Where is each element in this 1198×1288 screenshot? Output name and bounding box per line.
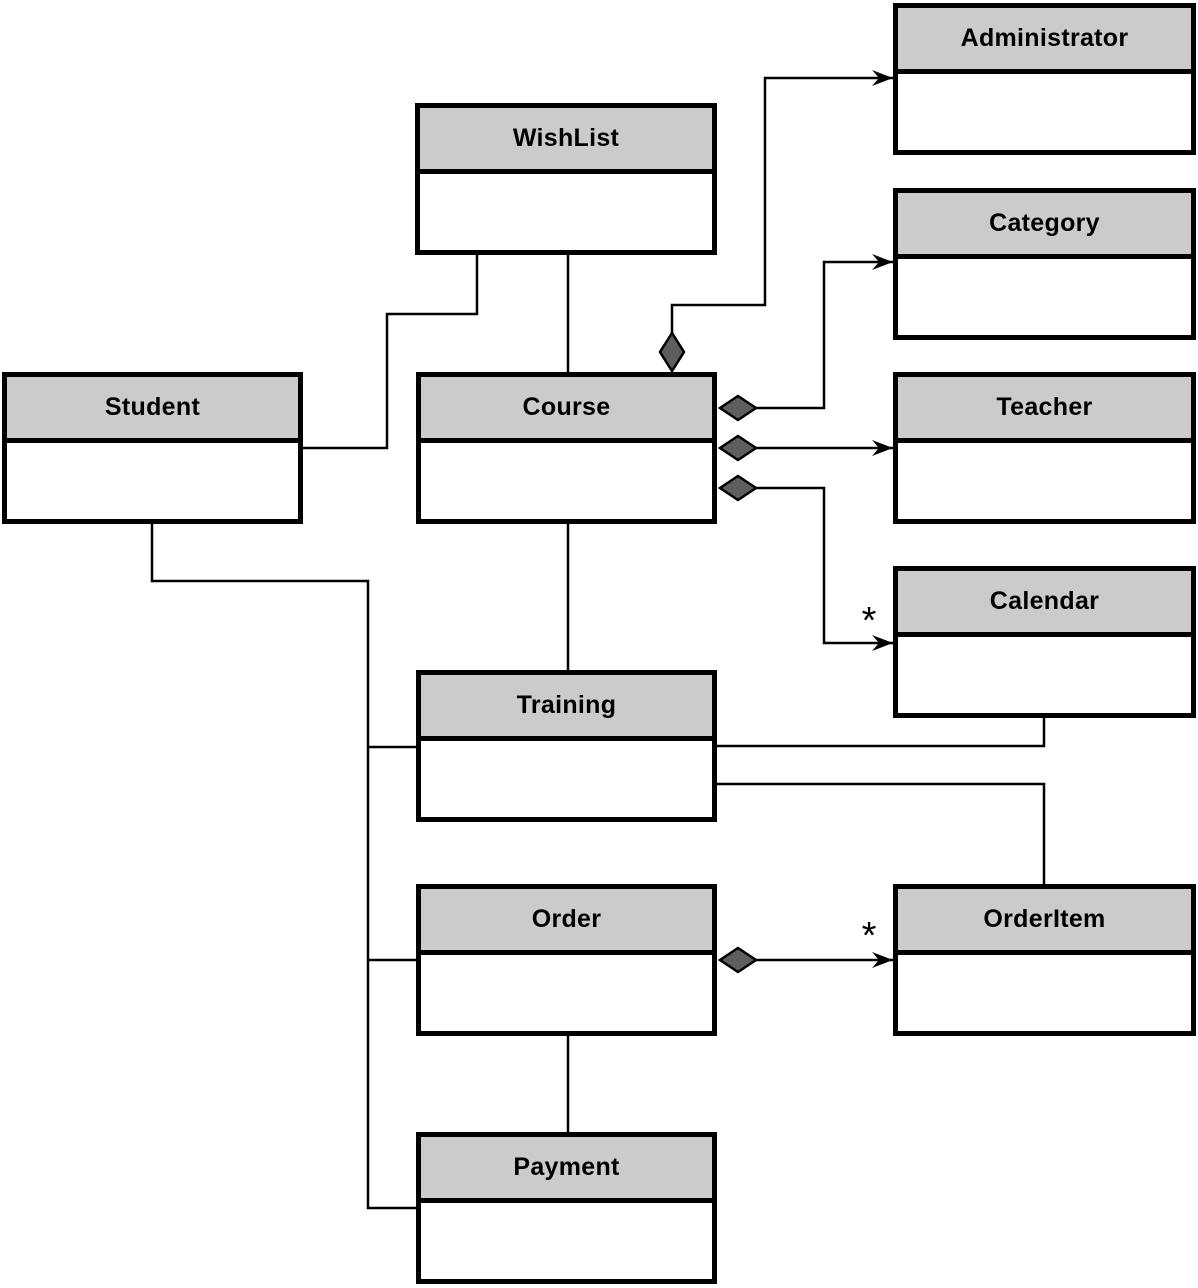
class-header: Teacher	[898, 377, 1191, 443]
class-box-payment: Payment	[416, 1132, 717, 1284]
class-box-course: Course	[416, 372, 717, 524]
multiplicity-label-order-orderitem: *	[862, 915, 877, 957]
class-body	[7, 443, 298, 519]
class-body	[898, 443, 1191, 519]
class-body	[898, 74, 1191, 150]
class-body	[421, 955, 712, 1031]
connector-calendar-training	[717, 718, 1046, 748]
connector-training-orderitem	[717, 782, 1046, 884]
class-box-teacher: Teacher	[893, 372, 1196, 524]
class-body	[898, 637, 1191, 713]
arrowhead-icon-course-administrator	[872, 70, 893, 86]
multiplicity-label-course-calendar: *	[862, 600, 877, 642]
connector-student-trunk-payment	[150, 524, 416, 1210]
connector-course-category	[738, 260, 893, 410]
aggregation-diamond-icon-order-orderitem	[717, 946, 759, 974]
class-header: Payment	[421, 1137, 712, 1203]
class-body	[421, 1203, 712, 1279]
class-header: WishList	[420, 108, 712, 174]
class-body	[421, 443, 712, 519]
class-name-label: Order	[531, 905, 602, 933]
class-box-calendar: Calendar	[893, 566, 1196, 718]
connector-course-calendar	[738, 486, 893, 645]
class-header: Order	[421, 889, 712, 955]
class-name-label: WishList	[512, 124, 620, 152]
class-body	[421, 741, 712, 817]
class-name-label: Student	[104, 393, 201, 421]
aggregation-diamond-icon-course-category	[717, 394, 759, 422]
class-header: Category	[898, 193, 1191, 259]
class-box-student: Student	[2, 372, 303, 524]
aggregation-diamond-icon-course-administrator	[658, 330, 686, 374]
class-header: Administrator	[898, 8, 1191, 74]
class-body	[420, 174, 712, 250]
arrowhead-icon-course-teacher	[872, 440, 893, 456]
arrowhead-icon-course-category	[872, 254, 893, 270]
class-name-label: Training	[516, 691, 617, 719]
class-name-label: OrderItem	[983, 905, 1106, 933]
arrowhead-icon-course-calendar	[872, 635, 893, 651]
class-box-orderitem: OrderItem	[893, 884, 1196, 1036]
class-name-label: Category	[989, 209, 1100, 237]
class-header: Course	[421, 377, 712, 443]
class-box-training: Training	[416, 670, 717, 822]
class-header: Training	[421, 675, 712, 741]
class-box-order: Order	[416, 884, 717, 1036]
class-name-label: Administrator	[960, 24, 1129, 52]
class-name-label: Course	[522, 393, 611, 421]
class-name-label: Payment	[513, 1153, 620, 1181]
aggregation-diamond-icon-course-teacher	[717, 434, 759, 462]
class-body	[898, 955, 1191, 1031]
class-header: OrderItem	[898, 889, 1191, 955]
class-body	[898, 259, 1191, 335]
arrowhead-icon-order-orderitem	[872, 952, 893, 968]
connector-wishlist-student	[303, 255, 479, 450]
class-header: Calendar	[898, 571, 1191, 637]
class-box-category: Category	[893, 188, 1196, 340]
class-name-label: Teacher	[996, 393, 1093, 421]
class-box-administrator: Administrator	[893, 3, 1196, 155]
connector-course-administrator	[670, 76, 893, 352]
class-header: Student	[7, 377, 298, 443]
class-box-wishlist: WishList	[415, 103, 717, 255]
aggregation-diamond-icon-course-calendar	[717, 474, 759, 502]
class-name-label: Calendar	[989, 587, 1100, 615]
